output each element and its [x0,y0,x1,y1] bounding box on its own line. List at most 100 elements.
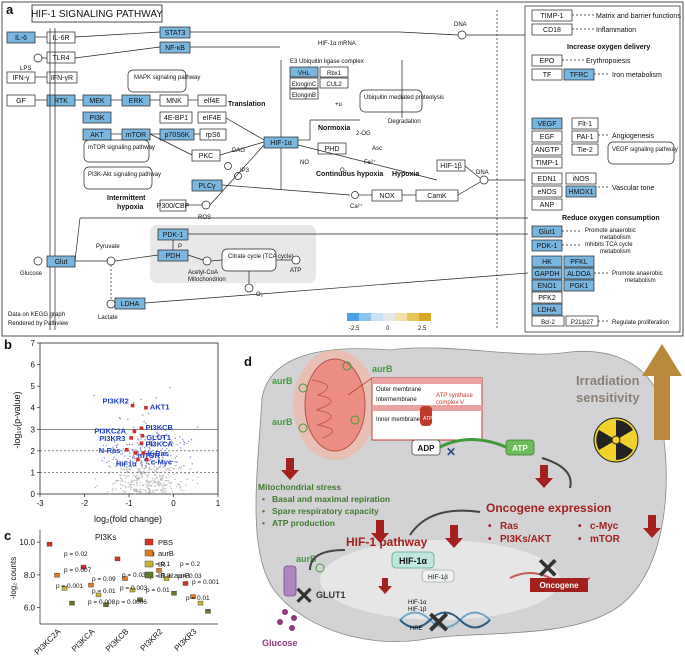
mapk-note: MAPK signaling pathway [134,75,200,81]
volcano-point [161,456,164,459]
volcano-point [136,477,138,480]
gene-flt1-label: Flt-1 [578,121,592,128]
volcano-point [138,477,141,479]
edge [219,141,265,156]
volcano-point [159,481,161,483]
volcano-point [196,476,199,479]
volcano-point [186,478,188,480]
volcano-point [134,457,136,460]
volcano-point [151,477,154,480]
volcano-point [113,441,116,443]
volcano-point [159,478,162,481]
colorbar-seg [383,313,395,321]
volcano-point [115,444,118,447]
volcano-background-points [93,387,199,495]
feedback-glut [74,217,81,262]
gene-inos [565,172,597,185]
volcano-point [135,461,138,463]
aurb-label-4: aurB [296,554,317,564]
lps-label: LPS [20,66,31,72]
citrate-label: Citrate cycle (TCA cycle) [228,254,294,260]
volcano-point [108,472,110,474]
volcano-point [107,465,110,468]
volcano-point [125,460,128,463]
volcano-point [146,485,148,488]
volcano-point [134,476,137,478]
gene-edn1-label: EDN1 [538,176,557,183]
volcano-point [141,462,143,464]
gene-vhl [289,66,319,78]
hif-small-1: HIF-1α [408,600,427,606]
volcano-point [131,461,134,463]
onc-item-pi3k: PI3Ks/AKT [500,534,551,545]
oncogene-box [530,578,588,592]
gene-nfkb-label: NF-κB [165,45,185,52]
bar-mark [122,576,128,581]
gene-ldha-mid-label: LDHA [121,301,140,308]
volcano-point [157,484,159,486]
volcano-point [120,480,122,483]
volcano-point [161,448,163,450]
volcano-point-label: HIF1α [116,459,137,468]
gene-rbx1 [319,66,349,78]
onc-item-cmyc: c-Myc [590,521,619,532]
volcano-point [147,462,150,465]
volcano-point [180,466,183,468]
gene-ifngr-label: IFN-γR [51,75,73,82]
gene-akt-label: AKT [90,132,104,139]
volcano-point [182,440,185,442]
volcano-point [169,485,172,488]
volcano-point [154,442,156,444]
no-label: NO [300,160,309,166]
aurb-label-2: aurB [272,376,293,386]
legend-label: PBS [158,538,173,547]
volcano-point [116,479,118,482]
volcano-point [127,486,130,488]
gene-glut-label: Glut [55,259,68,266]
glucose-label: Glucose [20,271,43,277]
gene-elonginb [289,88,319,100]
volcano-point [145,480,147,482]
gene-gf-label: GF [16,98,26,105]
volcano-point [156,482,158,484]
volcano-point [156,432,158,434]
volcano-point [120,478,123,480]
gene-il6 [6,31,36,44]
bar-p-value: p = 0.03 [122,572,146,579]
volcano-point [140,474,142,476]
volcano-point [120,453,122,455]
volcano-point [119,417,121,420]
gene-ifng [6,71,36,84]
aurb-label-1: aurB [372,364,393,374]
volcano-point [151,443,154,445]
volcano-point [120,487,122,490]
volcano-point [166,448,168,450]
inflammation-label: Inflammation [596,27,636,34]
glucose-dot [291,615,297,621]
gene-tfrc-label: TFRC [570,72,589,79]
volcano-point [180,468,182,470]
down-arrow [371,520,389,543]
volcano-point [179,436,181,438]
block-x-atp: ✕ [446,445,456,459]
volcano-point [158,408,160,410]
bar-p-value: p = 0.01 [186,595,210,602]
volcano-point [172,468,174,470]
volcano-point [122,479,124,481]
volcano-highlight-point [132,429,137,434]
pi3k-note: PI3K-Akt signaling pathway [88,172,161,178]
y-tick-label: 3 [31,425,36,434]
volcano-point [162,454,164,456]
volcano-point [103,457,106,459]
volcano-point [119,474,121,476]
gene-eif4e-label: eIF4E [203,115,222,122]
bar-p-value: p = 0.001 [192,579,220,586]
right-targets-frame [524,5,681,333]
volcano-point [119,483,122,486]
volcano-highlight-point [130,403,135,408]
y-tick-label: 2 [31,447,36,456]
volcano-point [181,438,184,440]
p-label: P [178,244,182,250]
